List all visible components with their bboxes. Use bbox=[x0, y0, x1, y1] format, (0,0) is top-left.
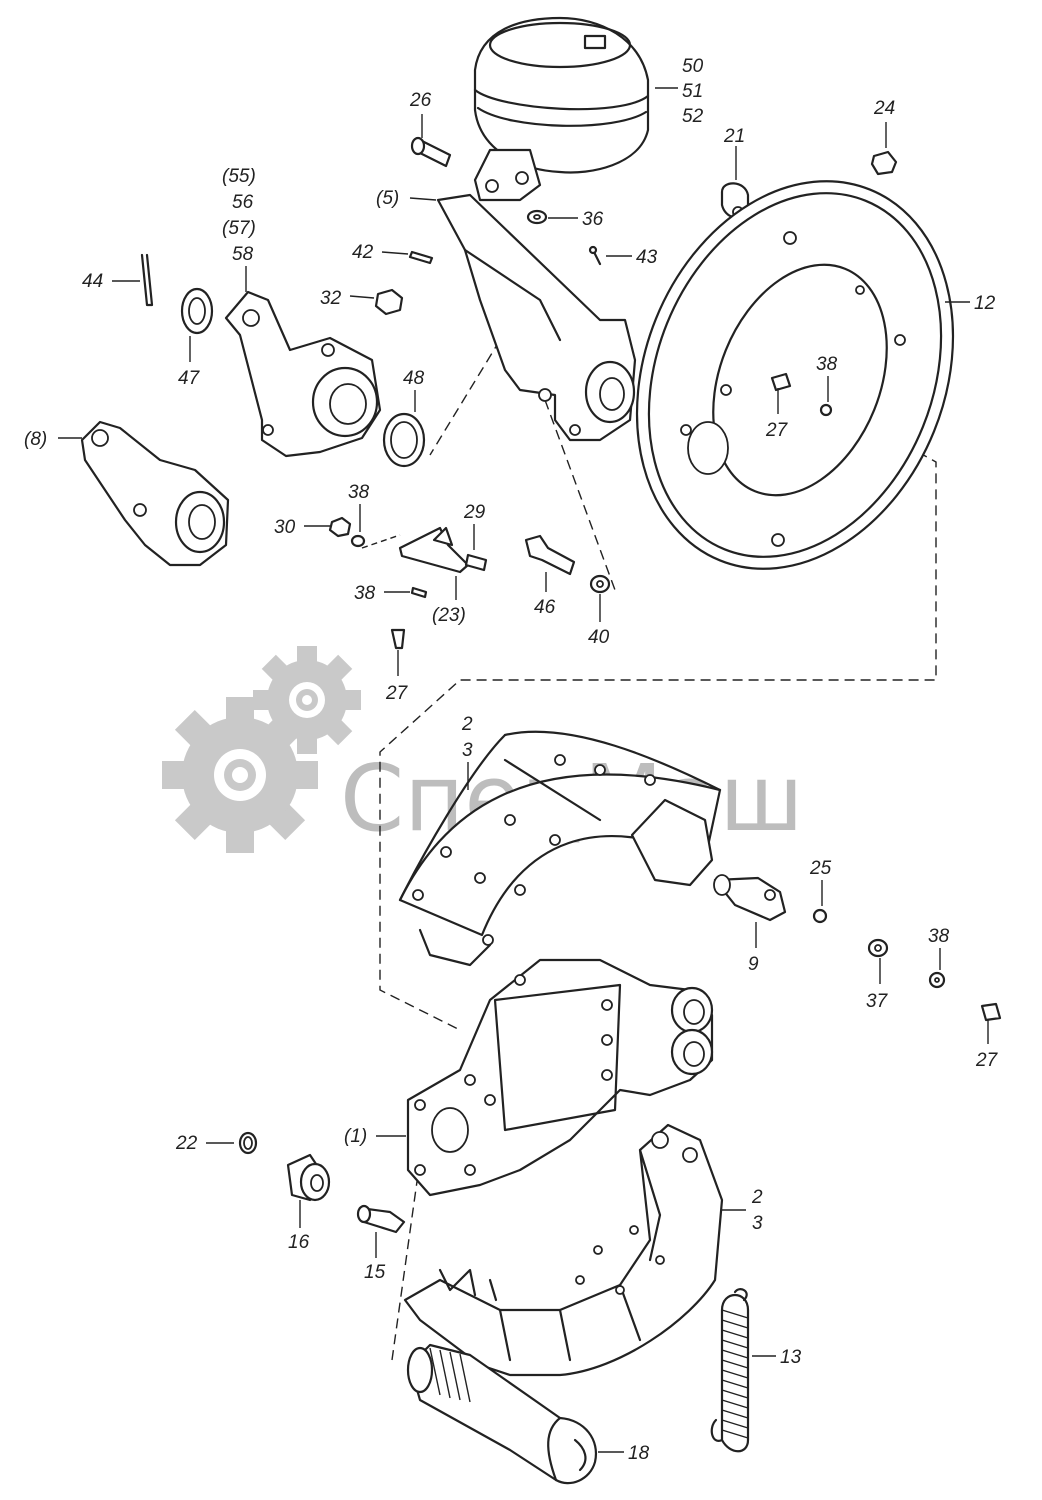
bolt-29 bbox=[464, 553, 488, 572]
pin-26 bbox=[410, 136, 452, 168]
callout-1: (1) bbox=[344, 1126, 367, 1147]
callout-21: 21 bbox=[723, 126, 745, 147]
backing-plate-12 bbox=[635, 180, 955, 570]
callout-46: 46 bbox=[534, 597, 556, 618]
callout-56: 56 bbox=[232, 192, 254, 213]
callout-27-right: 27 bbox=[975, 1050, 999, 1071]
leader-lines bbox=[58, 87, 989, 1453]
slack-adjuster-58 bbox=[224, 290, 382, 458]
callout-27-lower: 27 bbox=[385, 683, 409, 704]
pin-43 bbox=[588, 245, 602, 266]
assembly-lines bbox=[361, 339, 937, 1361]
callout-24: 24 bbox=[873, 98, 895, 119]
bolt-27b bbox=[770, 372, 792, 392]
nut-32 bbox=[374, 288, 404, 316]
washer-38b bbox=[410, 586, 428, 599]
cotter-pin-44 bbox=[140, 253, 154, 307]
callout-15: 15 bbox=[364, 1262, 386, 1283]
spring-13 bbox=[710, 1288, 750, 1453]
callout-8: (8) bbox=[24, 429, 47, 450]
callout-13: 13 bbox=[780, 1347, 802, 1368]
callout-38-pin: 38 bbox=[354, 583, 376, 604]
callout-9: 9 bbox=[748, 954, 759, 975]
pin-42 bbox=[408, 250, 434, 265]
washer-38a bbox=[350, 534, 366, 548]
washer-48 bbox=[382, 412, 426, 468]
washer-37 bbox=[867, 938, 889, 958]
callout-3-upper: 3 bbox=[462, 740, 473, 761]
bolt-27a bbox=[390, 628, 406, 650]
watermark-gear-small bbox=[253, 646, 361, 754]
callout-30: 30 bbox=[274, 517, 296, 538]
bushing-16 bbox=[286, 1153, 331, 1202]
brake-chamber bbox=[473, 16, 650, 202]
callout-26: 26 bbox=[409, 90, 432, 111]
watermark: СпецМаш bbox=[162, 646, 804, 853]
callout-58: 58 bbox=[232, 244, 254, 265]
callout-23: (23) bbox=[432, 605, 466, 626]
callout-38-right: 38 bbox=[928, 926, 950, 947]
callout-32: 32 bbox=[320, 288, 342, 309]
bolt-27c bbox=[980, 1002, 1002, 1022]
brake-shoe-upper bbox=[398, 730, 722, 967]
callout-38-backing: 38 bbox=[816, 354, 838, 375]
nut-38d bbox=[928, 971, 946, 989]
washer-36 bbox=[526, 209, 548, 225]
callout-43: 43 bbox=[636, 247, 658, 268]
brake-shoe-lower bbox=[403, 1123, 724, 1377]
callout-48: 48 bbox=[403, 368, 425, 389]
callout-37: 37 bbox=[866, 991, 889, 1012]
callout-57: (57) bbox=[222, 218, 256, 239]
camshaft-18 bbox=[406, 1343, 598, 1485]
pin-15 bbox=[356, 1204, 406, 1234]
callout-3-lower: 3 bbox=[752, 1213, 763, 1234]
bushing-9 bbox=[713, 874, 787, 922]
callout-50: 50 bbox=[682, 56, 704, 77]
ring-22 bbox=[238, 1131, 258, 1155]
callout-22: 22 bbox=[175, 1133, 198, 1154]
callout-36: 36 bbox=[582, 209, 604, 230]
washer-25 bbox=[812, 908, 828, 924]
slack-adjuster-8 bbox=[80, 420, 230, 567]
callout-25: 25 bbox=[809, 858, 832, 879]
callout-2-lower: 2 bbox=[751, 1187, 763, 1208]
callout-5: (5) bbox=[376, 188, 399, 209]
callout-55: (55) bbox=[222, 166, 256, 187]
bracket-5 bbox=[436, 193, 637, 442]
callout-47: 47 bbox=[178, 368, 201, 389]
callout-38-washer: 38 bbox=[348, 482, 370, 503]
spider-1 bbox=[406, 958, 714, 1197]
callouts: 50 51 52 26 24 21 (55) 56 (57) 58 (5) 36… bbox=[24, 56, 999, 1464]
nut-30 bbox=[328, 516, 352, 538]
washer-40 bbox=[589, 574, 611, 594]
callout-27-backing: 27 bbox=[765, 420, 789, 441]
callout-16: 16 bbox=[288, 1232, 310, 1253]
callout-42: 42 bbox=[352, 242, 374, 263]
washer-47 bbox=[180, 287, 214, 335]
callout-51: 51 bbox=[682, 81, 703, 102]
callout-44: 44 bbox=[82, 271, 103, 292]
plate-23 bbox=[398, 526, 470, 574]
nut-38c bbox=[819, 403, 833, 417]
callout-18: 18 bbox=[628, 1443, 650, 1464]
callout-52: 52 bbox=[682, 106, 704, 127]
callout-2-upper: 2 bbox=[461, 714, 473, 735]
bolt-24 bbox=[870, 150, 898, 176]
callout-40: 40 bbox=[588, 627, 610, 648]
callout-29: 29 bbox=[463, 502, 486, 523]
bolt-46 bbox=[524, 534, 576, 576]
callout-12: 12 bbox=[974, 293, 996, 314]
